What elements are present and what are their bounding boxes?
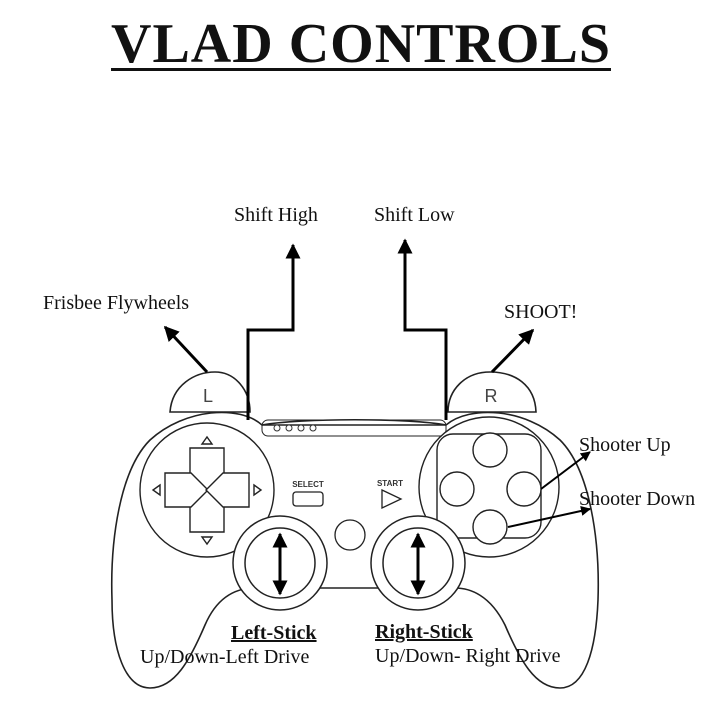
page-title: VLAD CONTROLS xyxy=(111,13,611,75)
button-bottom xyxy=(472,509,508,545)
button-top xyxy=(472,432,508,468)
shift-low-arrow xyxy=(397,238,448,420)
shooter-down-arrow xyxy=(507,506,591,528)
center-buttons xyxy=(292,488,403,551)
shoot-label: SHOOT! xyxy=(504,301,578,323)
start-button xyxy=(381,488,403,510)
l-button-label: L xyxy=(203,386,213,406)
shift-high-label: Shift High xyxy=(234,204,318,226)
shift-low-label: Shift Low xyxy=(374,204,455,226)
shooter-up-arrow xyxy=(540,451,591,490)
button-left xyxy=(439,471,475,507)
ps-button xyxy=(334,519,366,551)
shooter-down-label: Shooter Down xyxy=(579,488,696,510)
r-bumper xyxy=(447,371,537,413)
right-stick-action: Up/Down- Right Drive xyxy=(375,645,561,667)
shooter-up-label: Shooter Up xyxy=(579,434,671,456)
r-button-label: R xyxy=(485,386,498,406)
select-label: SELECT xyxy=(292,480,324,489)
frisbee-arrow xyxy=(163,325,209,374)
left-stick-action: Up/Down-Left Drive xyxy=(140,646,310,668)
dpad xyxy=(139,422,275,558)
left-stick-name: Left-Stick xyxy=(231,622,317,644)
player-leds xyxy=(273,424,317,432)
start-label: START xyxy=(377,479,403,488)
select-button xyxy=(292,491,324,507)
face-buttons xyxy=(418,416,560,558)
shift-high-arrow xyxy=(246,243,301,420)
button-right xyxy=(506,471,542,507)
shoot-arrow xyxy=(490,328,535,374)
right-stick-name: Right-Stick xyxy=(375,621,473,643)
frisbee-label: Frisbee Flywheels xyxy=(43,292,190,314)
